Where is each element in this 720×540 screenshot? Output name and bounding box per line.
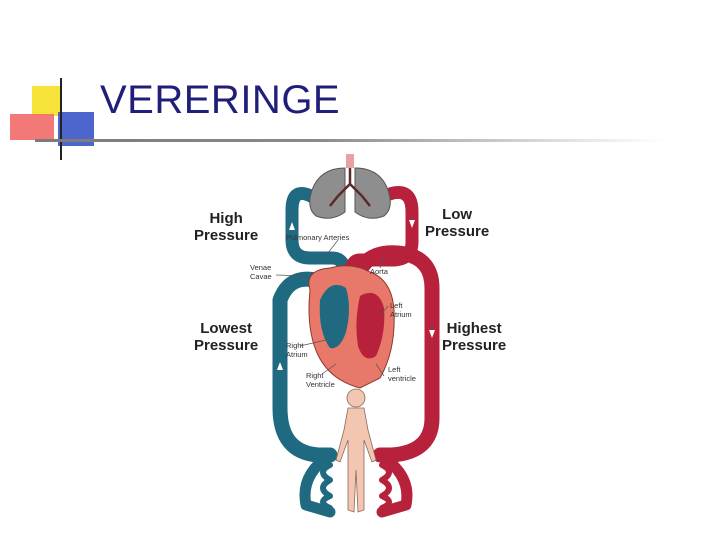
highest-pressure-label: Highest Pressure xyxy=(442,320,507,354)
arrow-up-icon xyxy=(289,222,295,230)
left-ventricle-label: Left ventricle xyxy=(388,365,416,383)
venae-cavae-label: Venae Cavae xyxy=(250,263,272,281)
capillary-blue xyxy=(320,462,333,511)
heart-icon xyxy=(308,265,395,389)
pulmonary-arteries-label: Pulmonary Arteries xyxy=(286,233,350,242)
right-atrium-label: Right Atrium xyxy=(286,341,308,359)
systemic-vein-vessel xyxy=(272,271,338,463)
systemic-artery-vessel xyxy=(374,449,413,518)
lungs-icon xyxy=(309,154,391,219)
arrow-up-icon xyxy=(277,362,283,370)
slide-title: VERERINGE xyxy=(100,78,341,122)
right-ventricle-label: Right Ventricle xyxy=(306,371,335,389)
logo-red-square xyxy=(10,114,54,140)
logo-squares-icon xyxy=(10,78,94,160)
flow-arrows xyxy=(277,220,435,370)
human-figure-icon xyxy=(335,388,377,513)
capillary-red xyxy=(379,462,392,511)
aorta-vessel xyxy=(348,245,440,463)
pulmonary-artery-vessel xyxy=(285,187,352,297)
high-pressure-label: High Pressure xyxy=(194,210,259,244)
logo-yellow-square xyxy=(32,86,62,116)
leader-lines xyxy=(275,239,389,377)
low-pressure-label: Low Pressure xyxy=(425,206,490,240)
circulation-diagram-graphic xyxy=(272,154,440,518)
lowest-pressure-label: Lowest Pressure xyxy=(194,320,259,354)
arrow-down-icon xyxy=(429,330,435,338)
arrow-down-icon xyxy=(409,220,415,228)
circulation-diagram: High Pressure Low Pressure Lowest Pressu… xyxy=(180,150,540,525)
left-atrium-label: Left Atrium xyxy=(390,301,412,319)
title-divider xyxy=(35,139,665,142)
aorta-label: Aorta xyxy=(370,267,388,276)
venae-cavae-vessel xyxy=(299,449,336,518)
